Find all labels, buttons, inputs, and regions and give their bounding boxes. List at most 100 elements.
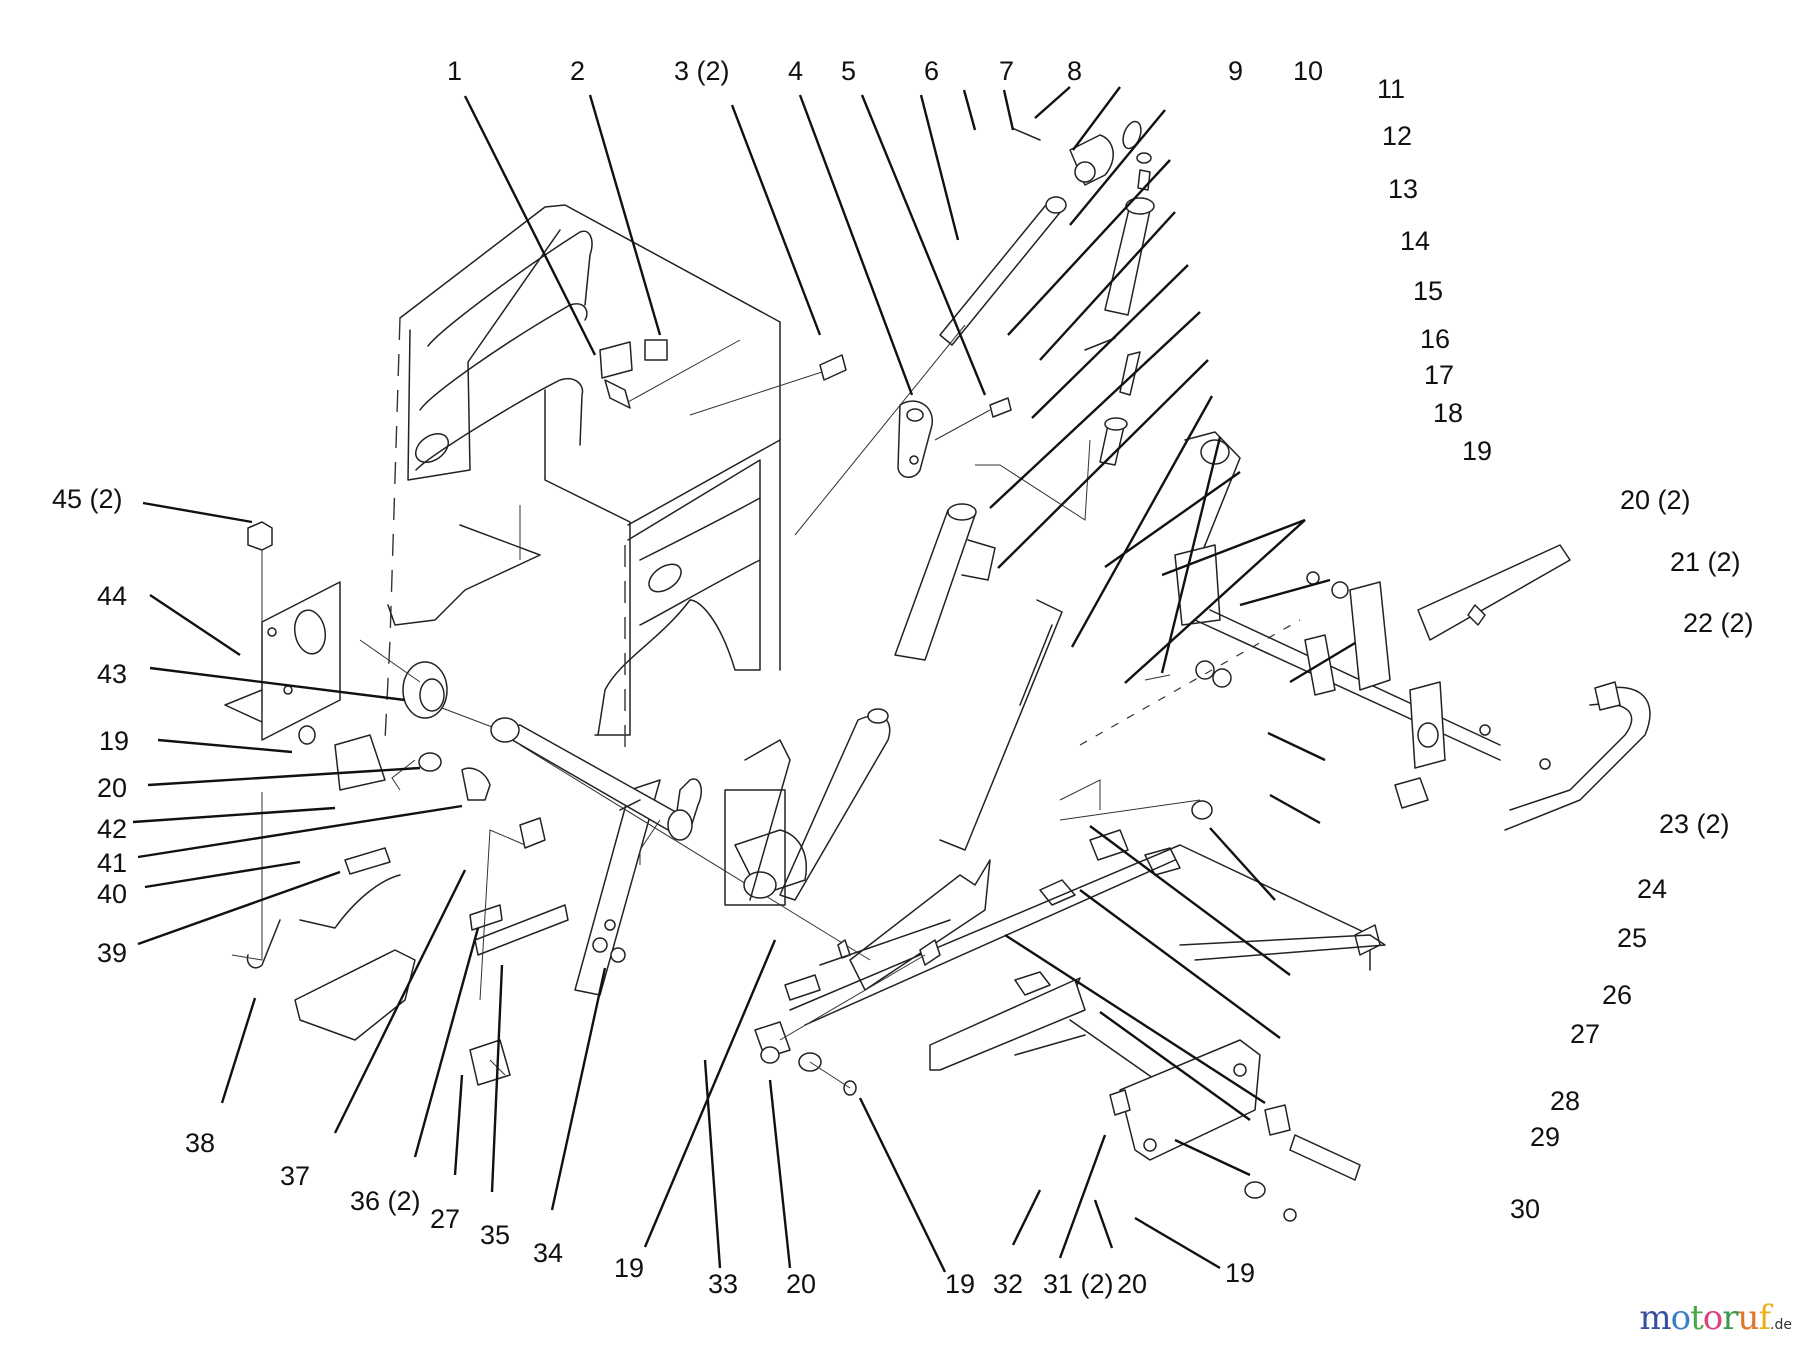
pivot-plate-4 <box>897 397 1012 478</box>
leader-42 <box>132 806 336 824</box>
bolt-3 <box>689 354 847 416</box>
callout-22: 22 (2) <box>1683 608 1754 638</box>
callout-1: 1 <box>447 56 462 86</box>
leader-18 <box>1160 436 1222 674</box>
callout-40: 40 <box>97 879 127 909</box>
callout-31: 31 (2) <box>1043 1269 1114 1299</box>
callout-14: 14 <box>1400 226 1430 256</box>
leader-40 <box>144 860 301 889</box>
callout-25: 25 <box>1617 923 1647 953</box>
rod-17 <box>849 599 1063 991</box>
leader-3 <box>730 104 822 336</box>
leader-39 <box>137 870 341 946</box>
parts-artwork <box>224 120 1651 1222</box>
watermark-letter: f <box>1758 1298 1771 1338</box>
leader-6 <box>919 94 960 241</box>
leader-5 <box>860 94 987 396</box>
leader-26 <box>1089 825 1291 976</box>
leader-19c <box>858 1097 947 1273</box>
callout-8: 8 <box>1067 56 1082 86</box>
callout-19b: 19 <box>1225 1258 1255 1288</box>
leader-1 <box>463 95 597 356</box>
pedal-arm-assembly <box>1144 431 1651 831</box>
watermark-letter: t <box>1690 1298 1704 1338</box>
watermark-letter: r <box>1722 1298 1738 1338</box>
leader-19b <box>1134 1216 1221 1270</box>
leader-2 <box>588 94 662 336</box>
callout-11: 11 <box>1377 74 1405 104</box>
callout-27a: 27 <box>1570 1019 1600 1049</box>
mount-plate-44 <box>224 521 341 741</box>
callout-21: 21 (2) <box>1670 547 1741 577</box>
main-shaft <box>490 717 693 841</box>
leader-23 <box>1267 731 1326 762</box>
leader-41 <box>137 804 463 859</box>
leader-27b <box>453 1074 464 1176</box>
callout-12: 12 <box>1382 121 1412 151</box>
leader-20b <box>1093 1199 1114 1249</box>
leader-24 <box>1269 793 1321 825</box>
leader-20c <box>768 1079 792 1269</box>
leader-20d <box>147 766 421 787</box>
callout-33: 33 <box>708 1269 738 1299</box>
watermark-letter: o <box>1670 1298 1692 1338</box>
callout-19e: 19 <box>99 726 129 756</box>
callout-labels: 1 2 3 (2) 4 5 6 7 8 9 10 11 12 13 14 15 … <box>52 56 1754 1299</box>
callout-4: 4 <box>788 56 803 86</box>
callout-20a: 20 (2) <box>1620 485 1691 515</box>
callout-44: 44 <box>97 581 127 611</box>
leader-45 <box>142 501 253 524</box>
leader-16 <box>997 359 1209 569</box>
watermark-suffix: .de <box>1770 1317 1792 1333</box>
leader-4 <box>798 94 914 396</box>
leader-29 <box>1099 1011 1251 1121</box>
callout-38: 38 <box>185 1128 215 1158</box>
leader-34 <box>550 967 607 1211</box>
small-parts-left <box>231 725 661 1086</box>
leader-20a1 <box>1161 518 1306 577</box>
callout-16: 16 <box>1420 324 1450 354</box>
leader-17 <box>1070 395 1214 648</box>
callout-24: 24 <box>1637 874 1667 904</box>
callout-19a: 19 <box>1462 436 1492 466</box>
leader-33 <box>703 1059 722 1269</box>
callout-20d: 20 <box>97 773 127 803</box>
grip-11 <box>1084 152 1155 466</box>
callout-3: 3 (2) <box>674 56 730 86</box>
leader-19a <box>1104 471 1241 568</box>
callout-29: 29 <box>1530 1122 1560 1152</box>
callout-6: 6 <box>924 56 939 86</box>
callout-32: 32 <box>993 1269 1023 1299</box>
knob-8 <box>1011 120 1142 186</box>
leader-20a2 <box>1124 519 1306 684</box>
leader-37 <box>333 869 467 1134</box>
leader-35 <box>490 964 504 1193</box>
callout-7: 7 <box>999 56 1014 86</box>
leader-28 <box>1004 933 1266 1105</box>
lower-tube-33 <box>754 954 926 1096</box>
leader-31 <box>1058 1134 1107 1259</box>
leader-27a <box>1079 889 1281 1039</box>
leader-19d <box>643 939 777 1248</box>
callout-17: 17 <box>1424 360 1454 390</box>
watermark-logo: motoruf.de <box>1639 1298 1792 1338</box>
leader-44 <box>149 594 241 656</box>
leader-13 <box>1039 211 1176 361</box>
leader-15 <box>989 311 1201 509</box>
leader-12 <box>1007 159 1171 336</box>
callout-10: 10 <box>1293 56 1323 86</box>
handle-tube-16 <box>894 439 1091 661</box>
callout-5: 5 <box>841 56 856 86</box>
watermark-letter: m <box>1639 1298 1671 1338</box>
callout-13: 13 <box>1388 174 1418 204</box>
callout-23: 23 (2) <box>1659 809 1730 839</box>
callout-34: 34 <box>533 1238 563 1268</box>
console-housing <box>384 204 781 760</box>
leader-30 <box>1174 1138 1251 1177</box>
callout-15: 15 <box>1413 276 1443 306</box>
callout-19c: 19 <box>945 1269 975 1299</box>
leader-25 <box>1209 827 1276 901</box>
callout-30: 30 <box>1510 1194 1540 1224</box>
leader-32 <box>1011 1189 1042 1246</box>
